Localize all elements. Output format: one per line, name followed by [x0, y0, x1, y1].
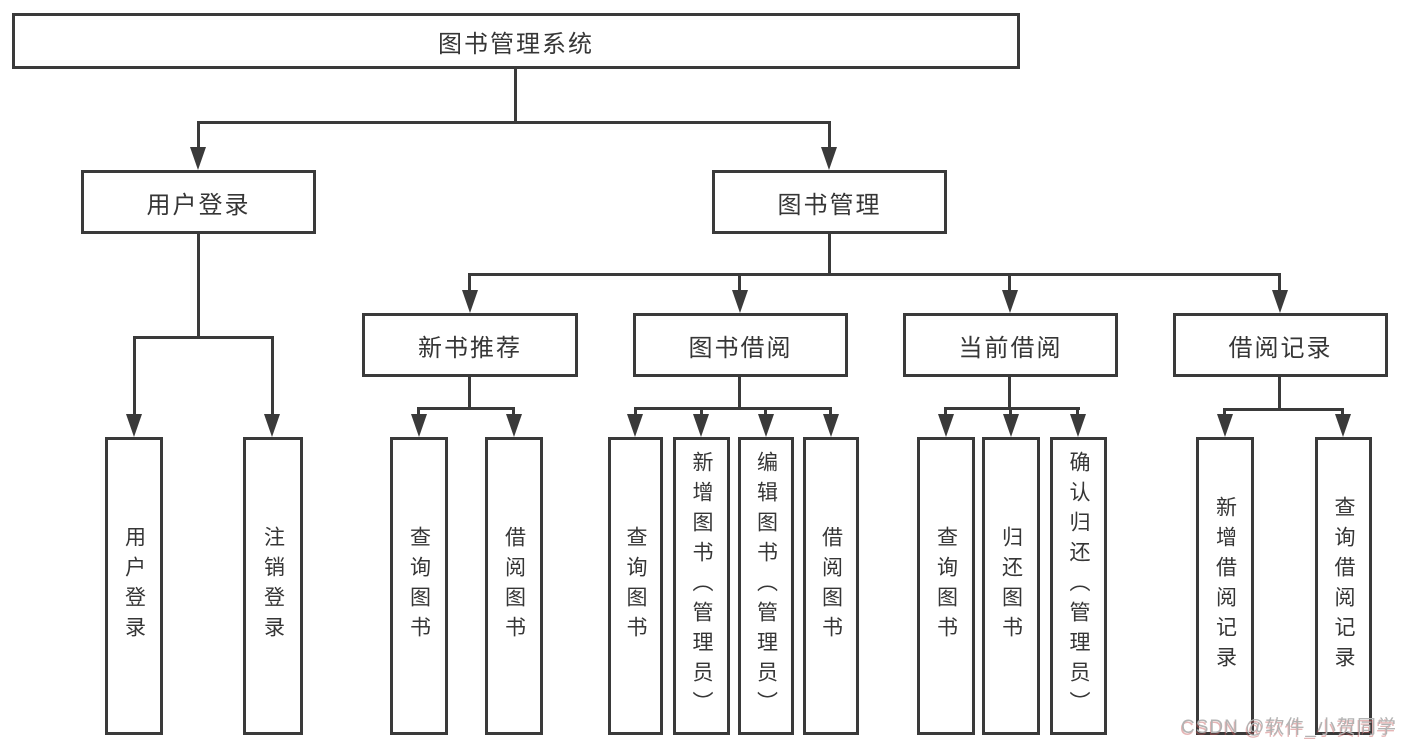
connector-borrowing-hline — [634, 407, 832, 410]
leaf-label: 查询图书 — [934, 526, 958, 646]
leaf-box-query-books-current: 查询图书 — [917, 437, 975, 735]
leaf-box-query-borrow-record: 查询借阅记录 — [1315, 437, 1372, 735]
leaf-box-borrow-books-borrowing: 借阅图书 — [803, 437, 859, 735]
connector-recommend-stem — [468, 377, 471, 407]
arrowhead-down-icon — [821, 147, 837, 170]
node-box-user-login: 用户登录 — [81, 170, 316, 234]
leaf-label: 查询图书 — [624, 526, 647, 646]
leaf-label: 新增图书（管理员） — [690, 451, 713, 721]
connector-recommend-hline — [417, 407, 515, 410]
arrowhead-down-icon — [411, 414, 427, 437]
connector-records-stem — [1278, 377, 1281, 408]
node-box-current-borrowing: 当前借阅 — [903, 313, 1118, 377]
arrowhead-down-icon — [1003, 414, 1019, 437]
arrowhead-down-icon — [462, 290, 478, 313]
connector-current-hline — [944, 407, 1080, 410]
connector-level2-drop — [738, 273, 741, 293]
leaf-box-add-books-admin: 新增图书（管理员） — [673, 437, 730, 735]
arrowhead-down-icon — [506, 414, 522, 437]
connector-leaf-drop — [700, 407, 703, 417]
connector-book-mgmt-drop — [828, 121, 831, 150]
connector-current-stem — [1008, 377, 1011, 407]
arrowhead-down-icon — [1272, 290, 1288, 313]
connector-level2-hline — [468, 273, 1281, 276]
connector-leaf-drop — [764, 407, 767, 417]
connector-records-hline — [1223, 408, 1344, 411]
leaf-box-return-books: 归还图书 — [982, 437, 1040, 735]
connector-level2-drop — [1278, 273, 1281, 293]
connector-leaf-drop — [271, 336, 274, 416]
connector-level2-drop — [1008, 273, 1011, 293]
connector-leaf-drop — [1223, 408, 1226, 417]
leaf-box-edit-books-admin: 编辑图书（管理员） — [738, 437, 794, 735]
connector-level2-drop — [468, 273, 471, 293]
arrowhead-down-icon — [1002, 290, 1018, 313]
connector-leaf-drop — [512, 407, 515, 417]
arrowhead-down-icon — [627, 414, 643, 437]
arrowhead-down-icon — [823, 414, 839, 437]
leaf-label: 编辑图书（管理员） — [754, 451, 778, 721]
connector-user-login-stem — [197, 234, 200, 336]
arrowhead-down-icon — [758, 414, 774, 437]
connector-book-mgmt-stem — [828, 234, 831, 273]
leaf-box-borrow-books-recommend: 借阅图书 — [485, 437, 543, 735]
node-box-borrowing-records: 借阅记录 — [1173, 313, 1388, 377]
connector-leaf-drop — [944, 407, 947, 417]
connector-leaf-drop — [634, 407, 637, 417]
arrowhead-down-icon — [126, 414, 142, 437]
node-box-book-borrowing: 图书借阅 — [633, 313, 848, 377]
arrowhead-down-icon — [938, 414, 954, 437]
csdn-watermark: CSDN @软件_小贺同学 — [1181, 717, 1397, 738]
leaf-box-user-login: 用户登录 — [105, 437, 163, 735]
leaf-label: 新增借阅记录 — [1213, 496, 1237, 676]
connector-leaf-drop — [1076, 407, 1079, 417]
leaf-label: 用户登录 — [122, 526, 146, 646]
arrowhead-down-icon — [190, 147, 206, 170]
connector-leaf-drop — [1341, 408, 1344, 417]
arrowhead-down-icon — [693, 414, 709, 437]
connector-leaf-drop — [133, 336, 136, 416]
leaf-label: 借阅图书 — [502, 526, 526, 646]
leaf-box-query-books-borrowing: 查询图书 — [608, 437, 663, 735]
node-box-root: 图书管理系统 — [12, 13, 1020, 69]
leaf-label: 确认归还（管理员） — [1067, 451, 1090, 721]
connector-leaf-drop — [417, 407, 420, 417]
leaf-box-logout: 注销登录 — [243, 437, 303, 735]
arrowhead-down-icon — [1335, 414, 1351, 437]
leaf-box-add-borrow-record: 新增借阅记录 — [1196, 437, 1254, 735]
connector-user-login-hline — [133, 336, 273, 339]
leaf-label: 注销登录 — [261, 526, 285, 646]
arrowhead-down-icon — [1070, 414, 1086, 437]
connector-root-stem — [514, 69, 517, 122]
node-box-new-book-recommend: 新书推荐 — [362, 313, 578, 377]
leaf-label: 查询图书 — [407, 526, 431, 646]
leaf-box-query-books-recommend: 查询图书 — [390, 437, 448, 735]
connector-leaf-drop — [829, 407, 832, 417]
arrowhead-down-icon — [1217, 414, 1233, 437]
leaf-label: 借阅图书 — [819, 526, 843, 646]
arrowhead-down-icon — [264, 414, 280, 437]
leaf-box-confirm-return-admin: 确认归还（管理员） — [1050, 437, 1107, 735]
leaf-label: 归还图书 — [999, 526, 1023, 646]
leaf-label: 查询借阅记录 — [1332, 496, 1355, 676]
arrowhead-down-icon — [732, 290, 748, 313]
connector-borrowing-stem — [738, 377, 741, 407]
connector-leaf-drop — [1009, 407, 1012, 417]
connector-user-login-drop — [197, 121, 200, 150]
node-box-book-management: 图书管理 — [712, 170, 947, 234]
connector-level1-hline — [197, 121, 831, 124]
